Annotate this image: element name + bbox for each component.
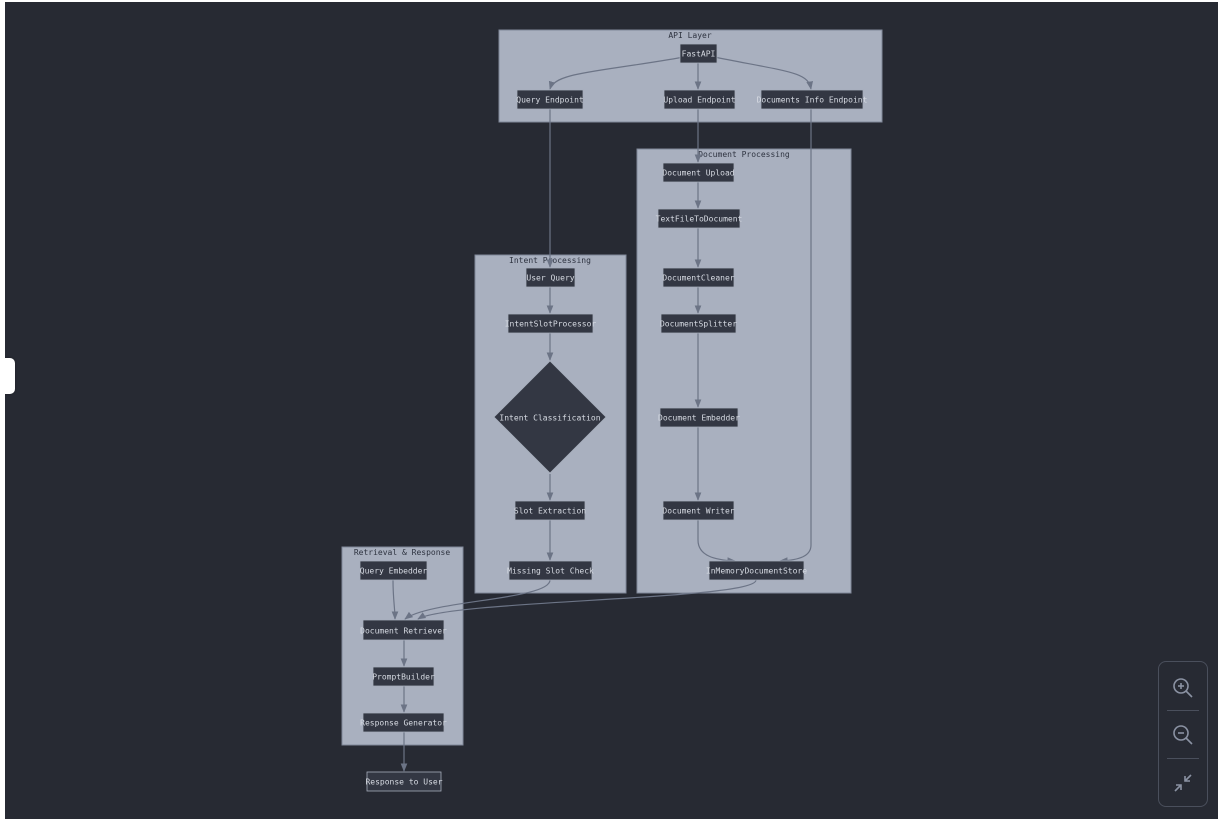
node-intent-slot-processor[interactable]: IntentSlotProcessor <box>505 313 597 334</box>
zoom-out-button[interactable] <box>1159 711 1207 758</box>
node-document-writer[interactable]: Document Writer <box>662 500 735 521</box>
node-upload-endpoint[interactable]: Upload Endpoint <box>663 89 736 110</box>
edge-writer-store <box>697 520 736 564</box>
node-document-embedder[interactable]: Document Embedder <box>658 407 740 428</box>
zoom-divider <box>1167 710 1199 711</box>
node-intent-classification[interactable]: Intent Classification <box>493 360 607 474</box>
edge-docsinfo-store <box>779 109 812 564</box>
node-label: Upload Endpoint <box>663 96 735 105</box>
node-label: Documents Info Endpoint <box>757 96 868 105</box>
edge-queryembedder-retriever <box>391 579 399 620</box>
node-prompt-builder[interactable]: PromptBuilder <box>372 666 435 687</box>
node-label: Slot Extraction <box>514 507 586 516</box>
cluster-label-retrieval-response: Retrieval & Response <box>354 548 451 557</box>
node-document-cleaner[interactable]: DocumentCleaner <box>662 267 735 288</box>
cluster-label-document-processing: Document Processing <box>698 150 790 159</box>
node-document-retriever[interactable]: Document Retriever <box>360 619 447 641</box>
zoom-in-button[interactable] <box>1159 664 1207 711</box>
node-label: PromptBuilder <box>372 673 435 682</box>
node-textfile-to-document[interactable]: TextFileToDocument <box>656 208 743 229</box>
node-in-memory-document-store[interactable]: InMemoryDocumentStore <box>706 560 807 581</box>
node-slot-extraction[interactable]: Slot Extraction <box>514 500 586 521</box>
node-label: InMemoryDocumentStore <box>706 567 807 576</box>
node-label: Response to User <box>365 778 442 787</box>
node-response-generator[interactable]: Response Generator <box>360 712 447 733</box>
node-label: Missing Slot Check <box>507 567 594 576</box>
node-fastapi[interactable]: FastAPI <box>679 43 718 64</box>
edge-fastapi-docsinfo <box>713 56 813 90</box>
side-panel-handle[interactable] <box>5 358 15 394</box>
node-label: IntentSlotProcessor <box>505 320 597 329</box>
node-label: DocumentCleaner <box>662 274 734 283</box>
edge-fastapi-query <box>548 56 685 90</box>
zoom-divider <box>1167 758 1199 759</box>
node-label: Query Embedder <box>360 567 428 576</box>
node-document-splitter[interactable]: DocumentSplitter <box>660 313 737 334</box>
node-label: FastAPI <box>682 50 716 59</box>
node-missing-slot-check[interactable]: Missing Slot Check <box>507 560 594 581</box>
node-label: Document Upload <box>662 169 734 178</box>
node-documents-info-endpoint[interactable]: Documents Info Endpoint <box>757 89 868 110</box>
edge-store-retriever <box>417 579 757 620</box>
node-label: Query Endpoint <box>516 96 584 105</box>
node-label: User Query <box>526 274 574 283</box>
node-query-endpoint[interactable]: Query Endpoint <box>516 89 584 110</box>
node-query-embedder[interactable]: Query Embedder <box>359 560 428 581</box>
node-label: DocumentSplitter <box>660 320 737 329</box>
node-label: Document Writer <box>662 507 734 516</box>
edges <box>391 56 813 772</box>
node-label: TextFileToDocument <box>656 215 743 224</box>
zoom-in-icon <box>1173 677 1193 698</box>
cluster-label-api-layer: API Layer <box>668 31 712 40</box>
node-response-to-user[interactable]: Response to User <box>365 771 443 792</box>
node-user-query[interactable]: User Query <box>525 267 576 288</box>
zoom-controls <box>1158 661 1208 807</box>
collapse-icon <box>1174 773 1192 792</box>
node-label: Document Retriever <box>360 627 447 636</box>
node-label: Intent Classification <box>499 414 600 423</box>
node-document-upload[interactable]: Document Upload <box>662 162 735 183</box>
fit-view-button[interactable] <box>1159 759 1207 806</box>
node-label: Document Embedder <box>658 414 740 423</box>
zoom-out-icon <box>1173 724 1193 745</box>
node-label: Response Generator <box>360 719 447 728</box>
